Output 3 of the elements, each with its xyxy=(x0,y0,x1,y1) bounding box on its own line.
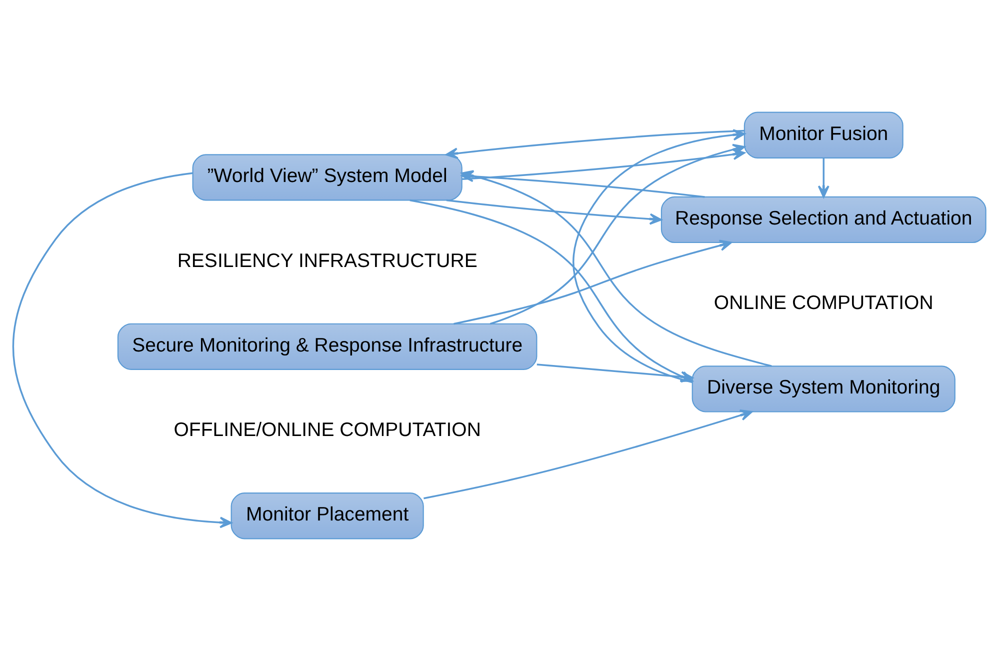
label: RESILIENCY INFRASTRUCTURE xyxy=(177,250,478,272)
label: ONLINE COMPUTATION xyxy=(714,292,934,314)
label: OFFLINE/ONLINE COMPUTATION xyxy=(174,419,481,442)
